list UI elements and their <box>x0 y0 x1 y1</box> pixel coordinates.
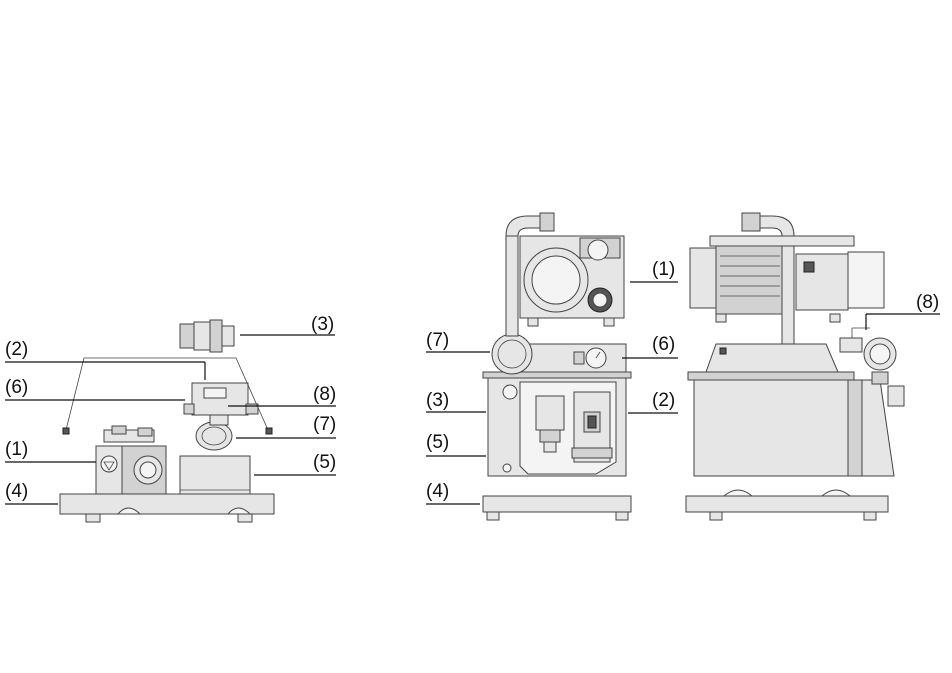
front-filter <box>491 333 533 375</box>
side-base-plate <box>685 489 889 521</box>
label-6: (6) <box>5 377 28 398</box>
front-view: (1) (7) (6) (3) (2) (5) (4) <box>426 212 678 521</box>
bracket-foot-right <box>265 427 273 435</box>
front-label-2: (2) <box>652 390 675 411</box>
pump-motor <box>95 425 167 495</box>
valve-block <box>183 382 259 426</box>
front-label-3: (3) <box>426 390 449 411</box>
label-4: (4) <box>5 481 28 502</box>
bracket-foot-left <box>62 427 70 435</box>
label-3: (3) <box>311 314 334 335</box>
front-base-plate <box>482 495 632 521</box>
front-tank <box>482 371 632 477</box>
side-valve <box>839 327 905 407</box>
lifting-bracket <box>65 357 269 431</box>
exploded-view: (3) (2) (6) (8) (7) (1) (5) (4) <box>5 314 336 523</box>
front-label-4: (4) <box>426 481 449 502</box>
front-label-5: (5) <box>426 432 449 453</box>
side-tank <box>687 343 895 477</box>
front-label-7: (7) <box>426 330 449 351</box>
label-8: (8) <box>313 384 336 405</box>
exploded-leaders <box>5 334 336 505</box>
label-1: (1) <box>5 439 28 460</box>
front-leaders <box>426 281 678 505</box>
filter-cylinder <box>195 421 233 451</box>
front-manifold <box>515 343 627 373</box>
oil-tank <box>179 455 251 495</box>
label-2: (2) <box>5 339 28 360</box>
coupling <box>179 319 235 353</box>
front-pipe <box>505 212 555 337</box>
side-view: (8) <box>685 212 940 521</box>
front-label-1: (1) <box>652 259 675 280</box>
base-plate <box>59 493 275 523</box>
side-label-8: (8) <box>916 292 939 313</box>
side-motor <box>689 235 885 323</box>
front-motor <box>519 235 625 327</box>
label-7: (7) <box>313 414 336 435</box>
label-5: (5) <box>313 452 336 473</box>
front-label-6: (6) <box>652 334 675 355</box>
